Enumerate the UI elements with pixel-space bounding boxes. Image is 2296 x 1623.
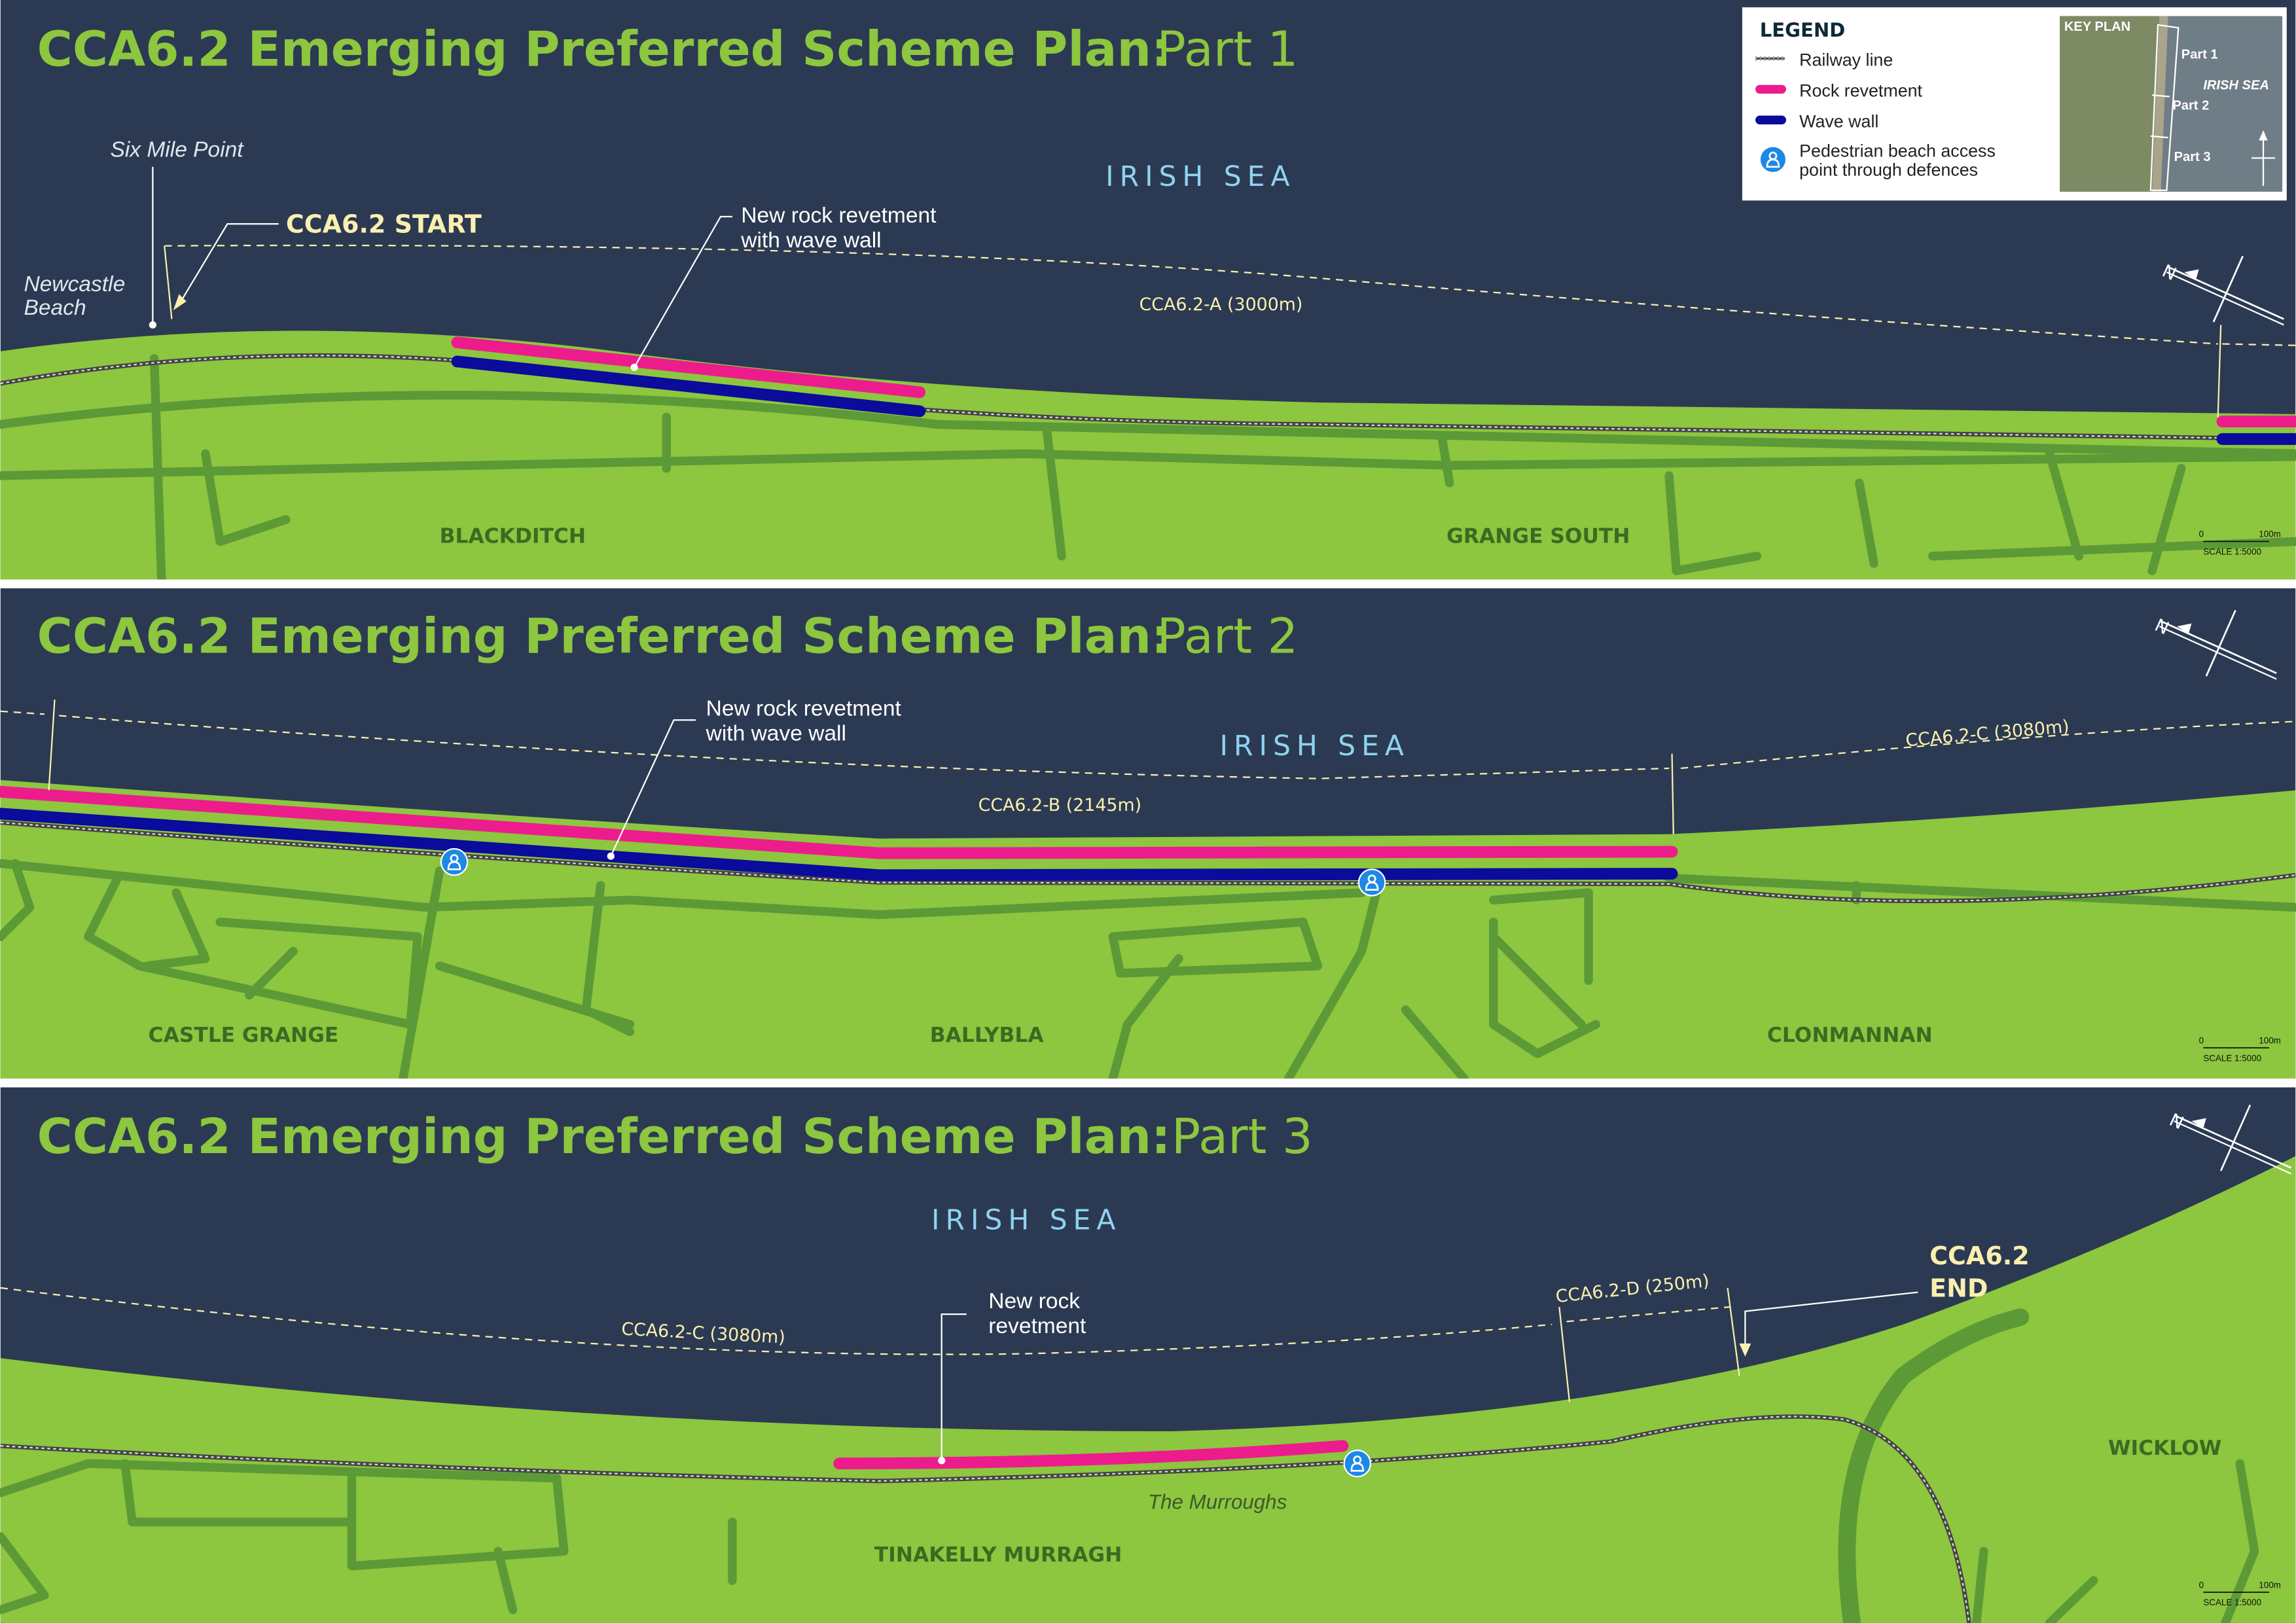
rock-revetment (833, 1440, 1349, 1470)
pedestrian-access-icon (1357, 868, 1386, 897)
annotation-note: New rock (988, 1289, 1080, 1313)
place-label: GRANGE SOUTH (1446, 525, 1630, 548)
the-murroughs-label: The Murroughs (1148, 1491, 1287, 1514)
legend-label: Wave wall (1799, 112, 1878, 132)
legend-title: LEGEND (1760, 19, 1846, 41)
scale-max: 100m (2259, 529, 2281, 539)
rock-revetment (451, 336, 926, 399)
scale-zero: 0 (2199, 1580, 2204, 1590)
annotation-note: New rock revetment (741, 204, 937, 228)
railway-line (0, 820, 2296, 904)
key-plan-part: Part 1 (2181, 47, 2218, 62)
key-plan: KEY PLAN Part 1 Part 2 Part 3 IRISH SEA (2060, 16, 2283, 192)
panel-part-label: Part 2 (1157, 609, 1298, 664)
pedestrian-access-icon (1343, 1449, 1372, 1478)
panel-title: CCA6.2 Emerging Preferred Scheme Plan: (37, 1109, 1171, 1165)
legend-label: Pedestrian beach access (1799, 141, 1996, 160)
panel-part-label: Part 1 (1157, 22, 1298, 78)
panel-title: CCA6.2 Emerging Preferred Scheme Plan: (37, 609, 1171, 664)
scale-zero: 0 (2199, 1035, 2204, 1045)
newcastle-beach-label: Newcastle (24, 272, 126, 296)
scale-bar: 0 100m SCALE 1:5000 (2199, 1580, 2281, 1607)
annotation-note: revetment (988, 1314, 1086, 1338)
six-mile-point-label: Six Mile Point (110, 137, 244, 162)
scale-zero: 0 (2199, 529, 2204, 539)
pedestrian-access-icon (440, 847, 469, 876)
annotation-note: with wave wall (740, 228, 881, 253)
wave-wall (0, 808, 1678, 882)
place-label: CLONMANNAN (1767, 1024, 1933, 1047)
wave-wall (451, 355, 926, 418)
annotation-note: New rock revetment (706, 697, 902, 721)
scale-label: SCALE 1:5000 (2203, 547, 2261, 557)
panel-part-2: CCA6.2 Emerging Preferred Scheme Plan: P… (0, 588, 2296, 1083)
scale-label: SCALE 1:5000 (2203, 1053, 2261, 1063)
panel-part-label: Part 3 (1172, 1109, 1313, 1165)
end-label: END (1929, 1274, 1988, 1302)
legend-label: Rock revetment (1799, 81, 1922, 101)
place-label: WICKLOW (2108, 1436, 2221, 1460)
panel-part-3: CCA6.2 Emerging Preferred Scheme Plan: P… (0, 1087, 2296, 1623)
key-plan-sea: IRISH SEA (2203, 78, 2269, 92)
key-plan-title: KEY PLAN (2064, 20, 2130, 34)
panel-part-1: CCA6.2 Emerging Preferred Scheme Plan: P… (0, 0, 2296, 584)
scale-max: 100m (2259, 1035, 2281, 1045)
dimension-label: CCA6.2-B (2145m) (978, 795, 1141, 815)
annotation-note: with wave wall (706, 722, 846, 746)
sea-label: IRISH SEA (931, 1204, 1121, 1236)
land-area (0, 1156, 2296, 1623)
end-label: CCA6.2 (1929, 1241, 2030, 1270)
key-plan-part: Part 3 (2174, 150, 2211, 164)
dimension-label: CCA6.2-A (3000m) (1139, 294, 1303, 315)
place-label: TINAKELLY MURRAGH (874, 1543, 1122, 1567)
panel-title: CCA6.2 Emerging Preferred Scheme Plan: (37, 22, 1171, 78)
legend-label: Railway line (1799, 50, 1893, 70)
scale-max: 100m (2259, 1580, 2281, 1590)
field-roads (0, 859, 2296, 1083)
scale-bar: 0 100m SCALE 1:5000 (2199, 1035, 2281, 1063)
place-label: CASTLE GRANGE (149, 1024, 339, 1047)
legend-label: point through defences (1799, 160, 1978, 179)
sea-label: IRISH SEA (1220, 730, 1410, 762)
place-label: BLACKDITCH (440, 525, 586, 548)
scale-bar: 0 100m SCALE 1:5000 (2199, 529, 2281, 557)
field-roads (0, 354, 2296, 584)
key-plan-part: Part 2 (2172, 99, 2209, 113)
scale-label: SCALE 1:5000 (2203, 1597, 2261, 1607)
pedestrian-access-icon (1759, 145, 1787, 174)
sea-label: IRISH SEA (1105, 161, 1295, 193)
start-label: CCA6.2 START (286, 210, 482, 239)
place-label: BALLYBLA (930, 1024, 1045, 1047)
newcastle-beach-label: Beach (24, 296, 86, 320)
field-roads (0, 1308, 2259, 1623)
rock-revetment (0, 785, 1678, 859)
